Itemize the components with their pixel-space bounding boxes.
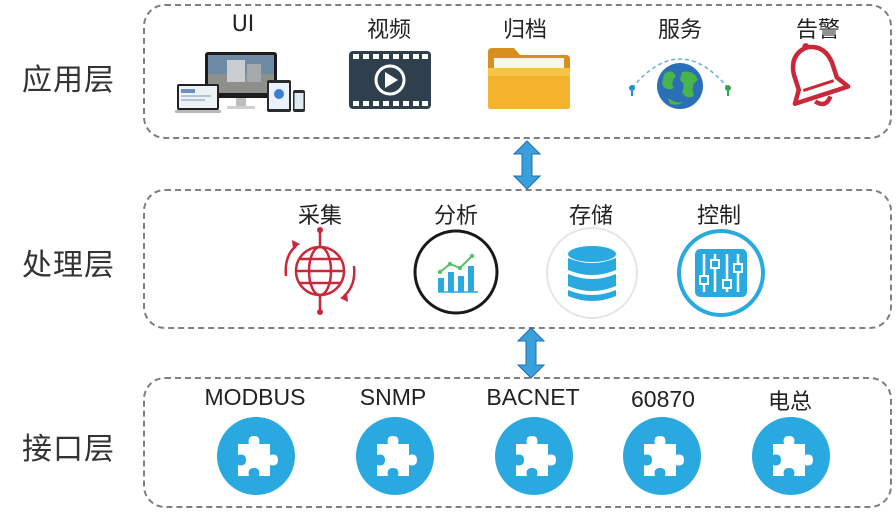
iface-item-label-dianzong: 电总 — [767, 390, 813, 415]
processing-layer-label: 处理层 — [22, 248, 115, 283]
sliders-icon — [677, 229, 765, 317]
application-layer-box — [143, 4, 892, 139]
puzzle-icon — [752, 417, 830, 495]
puzzle-icon — [217, 417, 295, 495]
globe-icon — [629, 58, 731, 109]
collect-globe-icon — [284, 227, 356, 315]
app-item-label-archive: 归档 — [502, 18, 548, 43]
proc-item-label-analysis: 分析 — [433, 204, 479, 229]
interface-layer-label: 接口层 — [22, 432, 115, 467]
arrow-app-processing — [513, 140, 541, 190]
video-icon — [349, 51, 431, 109]
proc-item-label-storage: 存储 — [568, 204, 614, 229]
application-layer-label: 应用层 — [22, 63, 115, 98]
folder-icon — [488, 48, 570, 109]
bell-icon — [790, 43, 851, 107]
iface-item-label-bacnet: BACNET — [486, 384, 580, 410]
iface-item-label-snmp: SNMP — [359, 384, 427, 410]
processing-layer-box — [143, 189, 892, 329]
devices-icon — [175, 52, 305, 113]
arrow-processing-interface — [517, 327, 545, 379]
proc-item-label-collect: 采集 — [297, 204, 343, 229]
iface-item-label-modbus: MODBUS — [204, 384, 306, 410]
app-item-label-video: 视频 — [366, 18, 412, 43]
puzzle-icon — [356, 417, 434, 495]
interface-layer-box — [143, 377, 892, 508]
puzzle-icon — [495, 417, 573, 495]
proc-item-label-control: 控制 — [696, 204, 742, 229]
app-item-label-alarm: 告警 — [795, 18, 841, 43]
app-item-label-ui: UI — [231, 12, 255, 37]
analysis-chart-icon — [413, 229, 499, 315]
iface-item-label-60870: 60870 — [631, 386, 695, 412]
puzzle-icon — [623, 417, 701, 495]
app-item-label-service: 服务 — [657, 18, 703, 43]
database-icon — [546, 227, 638, 319]
